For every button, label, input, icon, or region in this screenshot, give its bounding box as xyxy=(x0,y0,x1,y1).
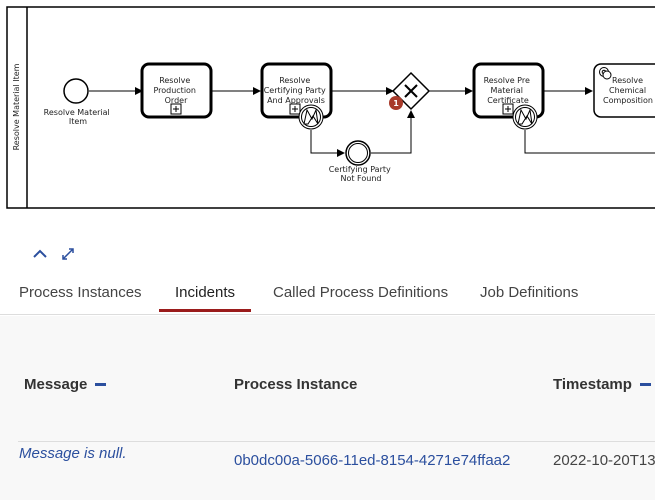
start-event[interactable] xyxy=(63,78,89,104)
subprocess-expand-icon[interactable] xyxy=(502,103,514,115)
flow-pre-material-boundary xyxy=(524,130,655,154)
end-event[interactable] xyxy=(345,140,371,166)
task-resolve-chemical-composition[interactable]: Resolve Chemical Composition xyxy=(593,63,655,118)
collapse-chevron-up-icon[interactable] xyxy=(30,244,50,264)
end-event-label: Certifying Party Not Found xyxy=(329,165,394,183)
flow-end-to-gateway xyxy=(371,110,415,154)
sort-icon[interactable] xyxy=(95,383,107,386)
task-label-line: Certifying Party xyxy=(264,86,326,95)
task-label-line: Resolve xyxy=(279,76,310,85)
service-task-gear-icon xyxy=(599,67,612,80)
column-header-process-instance[interactable]: Process Instance xyxy=(234,376,357,393)
flow-boundary-to-end xyxy=(310,130,345,157)
task-label-line: And Approvals xyxy=(267,96,325,105)
task-resolve-pre-material-certificate[interactable]: Resolve Pre Material Certificate xyxy=(472,62,545,119)
incident-count: 1 xyxy=(393,99,399,108)
task-label: Resolve Production Order xyxy=(153,76,198,105)
tab-bar: Process Instances Incidents Called Proce… xyxy=(0,276,655,315)
task-resolve-production-order[interactable]: Resolve Production Order xyxy=(140,62,213,119)
task-label: Resolve Chemical Composition xyxy=(603,76,653,105)
end-event-label-line: Not Found xyxy=(341,174,382,183)
subprocess-expand-icon[interactable] xyxy=(289,103,301,115)
boundary-error-event-icon[interactable] xyxy=(512,104,538,130)
task-label: Resolve Certifying Party And Approvals xyxy=(264,76,329,105)
column-header-timestamp[interactable]: Timestamp xyxy=(553,376,651,393)
start-event-label: Resolve Material Item xyxy=(44,108,113,126)
tab-called-process-definitions[interactable]: Called Process Definitions xyxy=(273,284,449,301)
tab-job-definitions[interactable]: Job Definitions xyxy=(480,284,579,301)
task-label-line: Composition xyxy=(603,96,653,105)
tab-incidents[interactable]: Incidents xyxy=(158,276,252,314)
tab-process-instances[interactable]: Process Instances xyxy=(19,284,142,301)
end-event-inner xyxy=(348,143,368,163)
bpmn-diagram: Resolve Material Item Resolve Material I… xyxy=(0,0,655,215)
task-label-line: Material xyxy=(490,86,523,95)
start-event-label-line: Item xyxy=(69,117,87,126)
boundary-error-event-icon[interactable] xyxy=(298,104,324,130)
expand-fullscreen-icon[interactable] xyxy=(58,244,78,264)
diagram-controls xyxy=(30,244,78,264)
incident-badge[interactable]: 1 xyxy=(389,96,403,110)
column-header-label: Process Instance xyxy=(234,376,358,393)
lane-label: Resolve Material Item xyxy=(12,63,21,150)
task-label: Resolve Pre Material Certificate xyxy=(484,76,533,105)
task-label-line: Certificate xyxy=(487,96,529,105)
subprocess-expand-icon[interactable] xyxy=(170,103,182,115)
column-header-label: Timestamp xyxy=(553,376,632,393)
column-header-message[interactable]: Message xyxy=(24,376,107,393)
column-header-label: Message xyxy=(24,376,88,393)
pool-border xyxy=(6,6,655,209)
task-label-line: Resolve Pre xyxy=(484,76,530,85)
incidents-table: Message Process Instance Timestamp Messa… xyxy=(0,316,655,500)
task-label-line: Resolve xyxy=(159,76,190,85)
start-event-label-line: Resolve Material xyxy=(44,108,110,117)
end-event-label-line: Certifying Party xyxy=(329,165,391,174)
task-label-line: Resolve xyxy=(612,76,643,85)
task-label-line: Order xyxy=(165,96,188,105)
row-divider xyxy=(18,441,655,442)
task-label-line: Chemical xyxy=(609,86,646,95)
task-label-line: Production xyxy=(153,86,196,95)
process-instance-link[interactable]: 0b0dc00a-5066-11ed-8154-4271e74ffaa2 xyxy=(234,452,511,469)
incident-timestamp: 2022-10-20T13 xyxy=(553,452,655,469)
incident-message: Message is null. xyxy=(19,445,127,462)
task-resolve-certifying-party[interactable]: Resolve Certifying Party And Approvals xyxy=(260,62,333,119)
sort-icon[interactable] xyxy=(639,383,651,386)
